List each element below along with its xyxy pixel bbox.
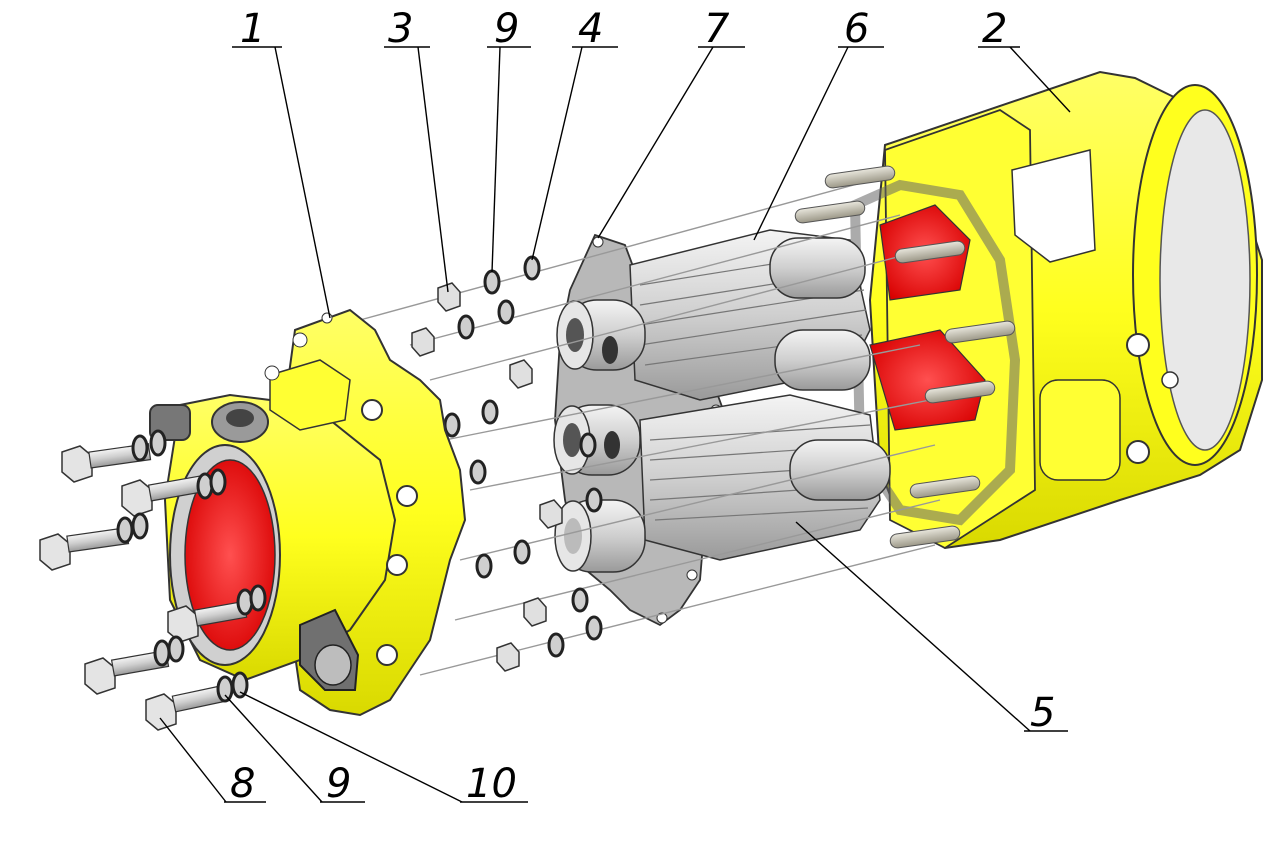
cover-bolt-hole xyxy=(321,312,333,324)
cover-bolt-hole xyxy=(386,554,408,576)
callout-label-10: 10 xyxy=(466,761,517,807)
callout-label-5: 5 xyxy=(1030,690,1055,736)
housing-red-cavity-2 xyxy=(869,329,986,431)
bushing-top xyxy=(556,299,646,371)
washer xyxy=(579,432,597,458)
bolt-washer xyxy=(209,468,227,496)
callout-label-1: 1 xyxy=(240,6,265,52)
part-5-lower-gear-shafts xyxy=(639,394,891,561)
hex-nut xyxy=(509,359,533,389)
washer xyxy=(457,314,475,340)
bolt xyxy=(39,527,130,571)
bushing-bottom xyxy=(554,499,646,573)
bolt-washer xyxy=(249,584,267,612)
bolt xyxy=(167,600,248,643)
bushing-middle xyxy=(553,404,641,476)
washer xyxy=(481,399,499,425)
cover-bolt-hole xyxy=(361,399,383,421)
rod-end xyxy=(909,475,981,499)
callout-label-9-top: 9 xyxy=(494,6,519,52)
part-8-bolts xyxy=(39,429,267,731)
hex-nut xyxy=(523,597,547,627)
housing-bolt-hole xyxy=(1126,333,1150,357)
callout-label-8: 8 xyxy=(230,761,255,807)
washer xyxy=(513,539,531,565)
middle-shaft-sleeve xyxy=(774,329,871,391)
bolt-washer xyxy=(167,635,185,663)
housing-side-boss xyxy=(1039,379,1121,481)
housing-window xyxy=(1011,149,1096,263)
gasket-hole xyxy=(686,569,698,581)
washer xyxy=(585,615,603,641)
nuts-and-washers xyxy=(411,255,603,672)
washer xyxy=(483,269,501,295)
housing-end-face xyxy=(1159,109,1251,451)
bolt xyxy=(121,474,207,517)
bolt-washer xyxy=(231,671,249,699)
lower-shaft-sleeve xyxy=(789,439,891,501)
callout-label-9-bottom: 9 xyxy=(326,761,351,807)
washer xyxy=(443,412,461,438)
washer xyxy=(571,587,589,613)
rod-end xyxy=(889,525,961,549)
callout-labels: 1 3 9 4 7 6 2 5 8 9 10 xyxy=(230,6,1055,807)
housing-bolt-hole xyxy=(1126,440,1150,464)
housing-bolt-hole xyxy=(1161,371,1179,389)
washer xyxy=(547,632,565,658)
bolt-washer xyxy=(131,512,149,540)
washer xyxy=(469,459,487,485)
upper-shaft-sleeve xyxy=(769,237,866,299)
callout-label-2: 2 xyxy=(982,6,1007,52)
cover-boss-upper xyxy=(269,359,351,431)
callout-label-6: 6 xyxy=(844,6,869,52)
rod-end xyxy=(824,165,896,189)
gasket-hole xyxy=(656,612,668,624)
bushing-group xyxy=(553,299,646,573)
callout-label-3: 3 xyxy=(388,6,413,52)
washer xyxy=(523,255,541,281)
rod-end xyxy=(924,380,996,404)
rod-end xyxy=(944,320,1016,344)
callout-leaders xyxy=(159,46,1071,803)
part-2-main-housing xyxy=(849,70,1263,550)
cover-bolt-hole xyxy=(264,365,280,381)
bolt-washer xyxy=(149,429,167,457)
hex-nut xyxy=(437,282,461,312)
lower-fitting xyxy=(299,608,360,691)
part-1-front-cover xyxy=(149,308,467,717)
hex-nut xyxy=(496,642,520,672)
rod-end xyxy=(794,200,866,224)
washer xyxy=(585,487,603,513)
callout-label-7: 7 xyxy=(704,6,730,52)
rod-end xyxy=(894,240,966,264)
part-6-upper-gear-shafts xyxy=(629,229,871,401)
hex-nut xyxy=(539,499,563,529)
bolt-washer xyxy=(153,639,171,667)
top-fitting xyxy=(211,401,269,443)
hex-nut xyxy=(411,327,435,357)
cover-bolt-hole xyxy=(396,485,418,507)
callout-label-4: 4 xyxy=(578,6,603,52)
washer xyxy=(497,299,515,325)
gasket-hole xyxy=(592,236,604,248)
washer xyxy=(475,553,493,579)
bolt-washer xyxy=(116,516,134,544)
cover-bolt-hole xyxy=(376,644,398,666)
bolt-washer xyxy=(216,675,234,703)
bolt-washer xyxy=(131,434,149,462)
cover-bolt-hole xyxy=(292,332,308,348)
bolt xyxy=(145,684,231,731)
